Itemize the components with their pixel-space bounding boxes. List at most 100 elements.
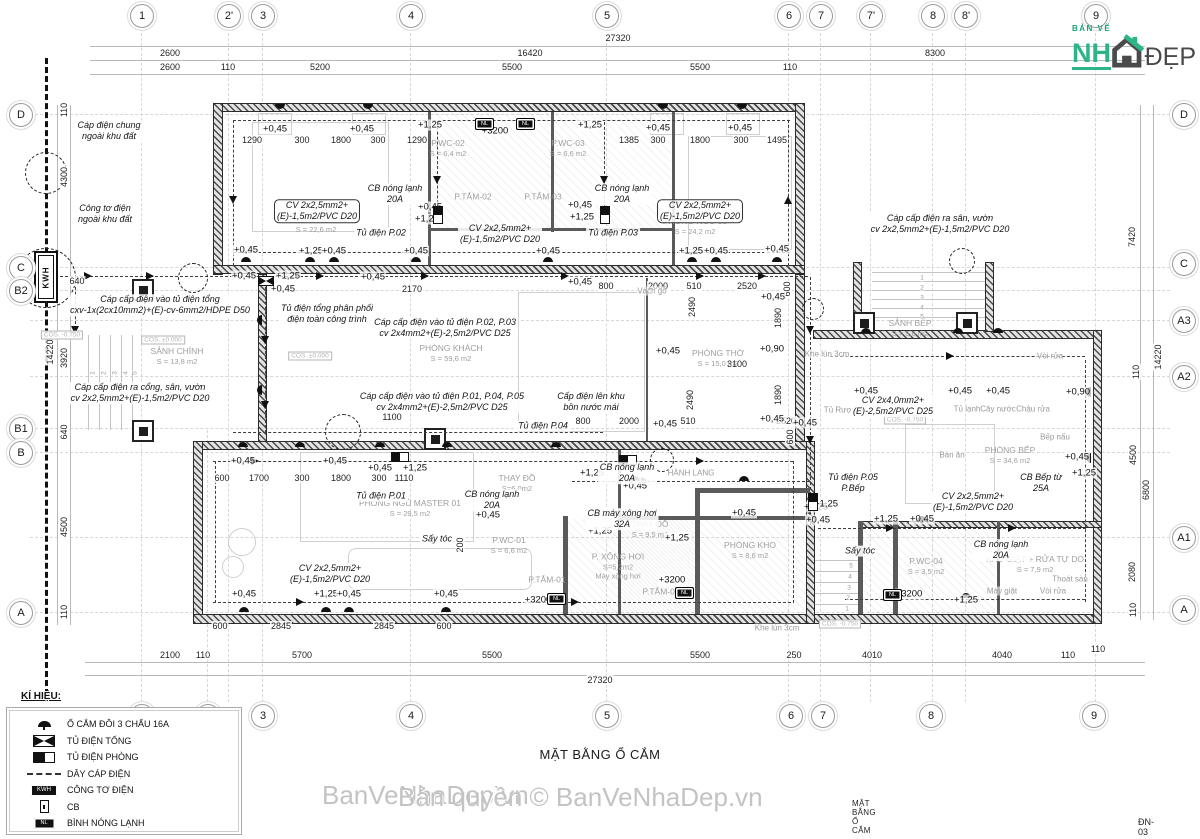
annotation-note: CV 2x2,5mm2+ (E)-1,5m2/PVC D20: [930, 491, 1016, 513]
dimension-text: 510: [679, 416, 697, 426]
annotation-note: CV 2x2,5mm2+ (E)-1,5m2/PVC D20: [457, 223, 543, 245]
wall: [193, 441, 203, 624]
dimension-text: 1800: [329, 135, 353, 145]
dimension-text: 1110: [393, 473, 415, 483]
dimension-text: 300: [293, 135, 311, 145]
level-marker: +3200: [480, 125, 510, 137]
socket-icon: [441, 607, 451, 612]
dimension-text: 5500: [480, 650, 504, 660]
main-panel-icon: [258, 273, 274, 291]
level-marker: +1,25: [812, 498, 840, 510]
dimension-text: 1700: [247, 473, 271, 483]
heater-icon: NL: [21, 817, 67, 829]
partition-wall: [695, 488, 810, 493]
grid-line-horizontal: [30, 376, 1170, 377]
socket-icon: [711, 257, 721, 262]
socket-icon: [737, 104, 747, 109]
stair-number: 1: [89, 371, 97, 375]
cos-elevation-box: COS. -0.750: [40, 330, 84, 340]
column-symbol: [132, 420, 154, 442]
dashed-highlight-circle: [325, 414, 361, 450]
dimension-text: 600: [785, 428, 795, 446]
dimension-text: 14220: [1153, 343, 1163, 371]
socket-icon: [305, 257, 315, 262]
stair-number: 3: [920, 294, 924, 302]
level-marker: +1,25: [568, 211, 596, 223]
dimension-text: 5200: [308, 62, 332, 72]
dimension-text: 1890: [773, 306, 783, 330]
grid-line-horizontal: [30, 452, 1170, 453]
socket-icon: [411, 257, 421, 262]
grid-bubble: A2: [1172, 365, 1196, 389]
annotation-note: Cấp điện lên khu bồn nước mái: [555, 391, 627, 413]
annotation-note: CB nóng lạnh 20A: [592, 183, 652, 205]
dimension-text: 2170: [400, 284, 424, 294]
level-marker: +0,45: [1063, 451, 1091, 463]
legend-item-label: CB: [67, 801, 80, 812]
room-panel-icon: [600, 206, 610, 224]
stair-tread-line: [812, 604, 858, 605]
legend-item-label: TỦ ĐIỆN PHÒNG: [67, 752, 139, 762]
stair-number: 2: [100, 371, 108, 375]
partition-wall: [997, 521, 1000, 614]
socket-icon: [442, 442, 452, 447]
dimension-text: 600: [435, 621, 453, 631]
dashed-highlight-circle: [650, 448, 674, 472]
dimension-text: 2520: [774, 416, 798, 426]
socket-icon: [551, 442, 561, 447]
room-label: P.TẮM-03: [524, 191, 562, 202]
cable-arrow: [600, 176, 608, 184]
dimension-text: 2100: [158, 650, 182, 660]
electric-cable-line: [810, 277, 811, 525]
socket-icon: [344, 607, 354, 612]
dimension-text: 600: [213, 473, 231, 483]
stair-tread-line: [872, 317, 987, 318]
sheet-code: ĐN-03: [1138, 817, 1154, 837]
grid-bubble: 2': [217, 4, 241, 28]
annotation-note: Tủ điện P.04: [516, 420, 570, 432]
partition-wall: [551, 112, 554, 232]
stair-number: 5: [131, 371, 139, 375]
socket-icon: [241, 257, 251, 262]
electric-cable-line: [213, 602, 791, 603]
partition-wall: [672, 112, 675, 265]
dimension-text: 250: [785, 650, 803, 660]
grid-line-horizontal: [30, 428, 1170, 429]
annotation-note: CB nóng lạnh 20A: [462, 489, 522, 511]
dimension-text: 2845: [269, 621, 293, 631]
dimension-text: 300: [369, 135, 387, 145]
socket-icon: [257, 315, 262, 325]
socket-icon: [993, 328, 1003, 333]
socket-icon: [295, 442, 305, 447]
dimension-text: 200: [455, 536, 465, 554]
level-marker: +0,45: [654, 345, 682, 357]
grid-bubble: 1: [130, 4, 154, 28]
legend-item: TỦ ĐIỆN TỔNG: [21, 733, 131, 749]
socket-icon: [687, 257, 697, 262]
level-marker: +0,45: [232, 244, 260, 256]
item-label: HÀNH LANG: [667, 468, 715, 478]
level-marker: +0,45: [763, 243, 791, 255]
socket-icon: [321, 607, 331, 612]
dimension-text: 3100: [725, 359, 749, 369]
legend-item-label: BÌNH NÓNG LẠNH: [67, 818, 145, 828]
cable-arrow: [561, 272, 569, 280]
item-label: Cây nước: [980, 404, 1016, 414]
annotation-note: Tủ điện P.02: [354, 227, 408, 239]
socket-icon: [658, 104, 668, 109]
electric-cable-line: [1085, 360, 1086, 602]
cable-arrow: [571, 598, 579, 606]
annotation-note: CV 2x2,5mm2+ (E)-1,5m2/PVC D20: [273, 199, 361, 223]
level-marker: +0,45: [534, 245, 562, 257]
legend-item: CB: [21, 799, 80, 815]
water-heater-icon: NL: [516, 118, 535, 130]
level-marker: +0,45: [651, 418, 679, 430]
grid-line-vertical: [410, 28, 411, 702]
dimension-line: [70, 105, 71, 625]
logo-tagline: BẢN VẼ: [1072, 24, 1112, 33]
level-marker: +0,45: [416, 201, 444, 213]
stair-tread-line: [872, 299, 987, 300]
level-marker: +1,25: [586, 525, 614, 537]
